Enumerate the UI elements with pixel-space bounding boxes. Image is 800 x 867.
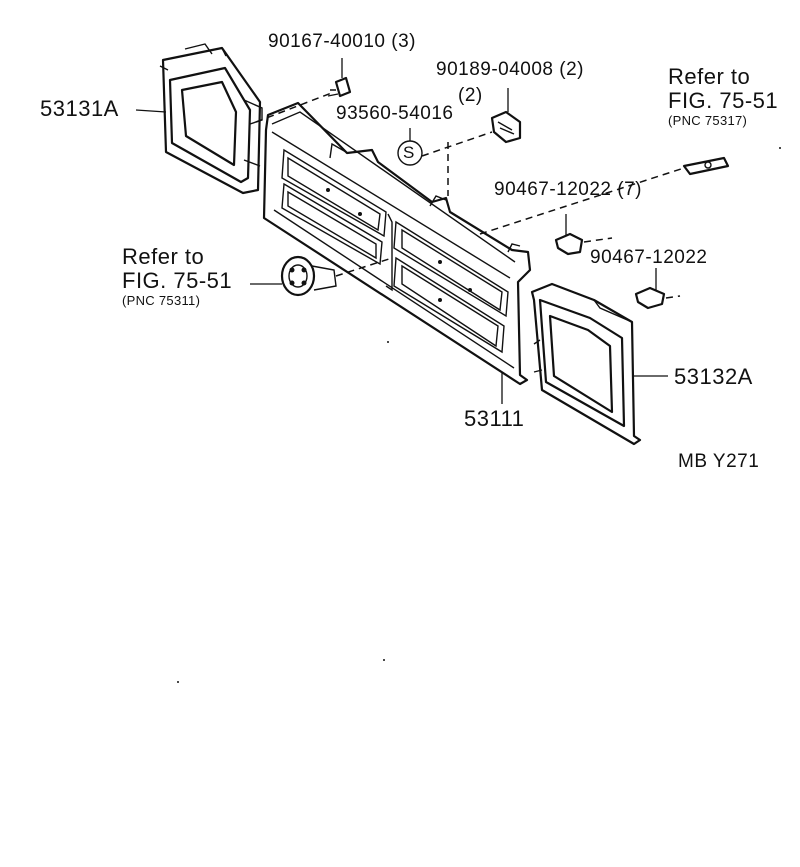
label-sealer-qty: (2): [458, 85, 483, 106]
assembly-lines: [255, 91, 685, 299]
screw-fastener: [327, 76, 352, 98]
radiator-grille: [262, 101, 532, 386]
label-right-bezel: 53132A: [674, 364, 753, 389]
leader-lines: [135, 58, 668, 404]
clip-right: [634, 286, 666, 310]
label-clip-top: 90189-04008 (2): [436, 59, 584, 80]
label-grille: 53111: [464, 406, 525, 431]
label-refer-left-2: FIG. 75-51: [122, 268, 233, 293]
emblem: [280, 255, 337, 297]
label-refer-left-pnc: (PNC 75311): [122, 293, 201, 308]
label-sealer-symbol: S: [403, 143, 415, 162]
left-headlamp-bezel: [159, 43, 263, 195]
retainer-pin: [682, 156, 730, 176]
label-refer-left-1: Refer to: [122, 244, 205, 269]
label-figure-code: MB Y271: [678, 451, 760, 472]
label-refer-right-2: FIG. 75-51: [668, 88, 779, 113]
label-clip-mid: 90467-12022 (7): [494, 179, 642, 200]
label-left-bezel: 53131A: [40, 96, 119, 121]
label-refer-right-1: Refer to: [668, 64, 751, 89]
label-clip-right: 90467-12022: [590, 247, 708, 268]
label-sealer: 93560-54016: [336, 103, 454, 124]
label-screw: 90167-40010 (3): [268, 31, 416, 52]
clip-mid: [554, 232, 584, 256]
right-headlamp-bezel: [530, 282, 642, 446]
label-refer-right-pnc: (PNC 75317): [668, 113, 748, 128]
clip-top: [490, 110, 522, 144]
